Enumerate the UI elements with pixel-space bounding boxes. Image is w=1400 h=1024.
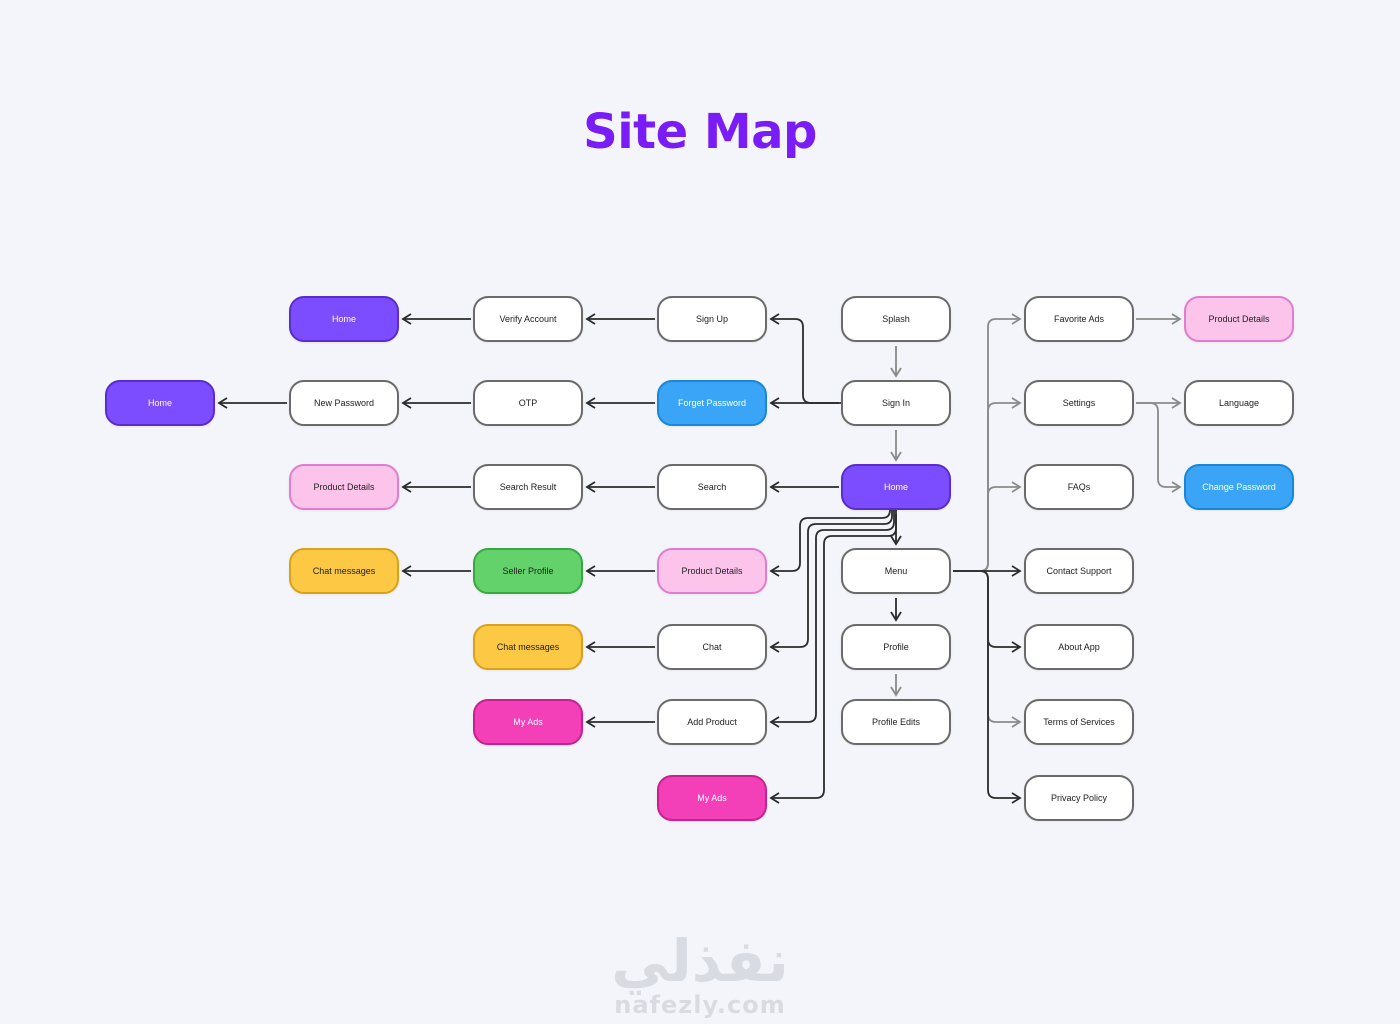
edge-home-main-to-product-details-mid (769, 509, 891, 577)
node-search[interactable]: Search (657, 464, 767, 510)
node-settings[interactable]: Settings (1024, 380, 1134, 426)
node-product-details-mid[interactable]: Product Details (657, 548, 767, 594)
edge-menu-to-about-app (953, 570, 1022, 653)
node-faqs[interactable]: FAQs (1024, 464, 1134, 510)
node-chat-messages-2[interactable]: Chat messages (473, 624, 583, 670)
node-search-result[interactable]: Search Result (473, 464, 583, 510)
node-new-password[interactable]: New Password (289, 380, 399, 426)
node-home-top[interactable]: Home (289, 296, 399, 342)
node-my-ads-2[interactable]: My Ads (657, 775, 767, 821)
node-contact-support[interactable]: Contact Support (1024, 548, 1134, 594)
node-product-details-right[interactable]: Product Details (1184, 296, 1294, 342)
node-profile[interactable]: Profile (841, 624, 951, 670)
node-sign-up[interactable]: Sign Up (657, 296, 767, 342)
edge-menu-to-favorite-ads (953, 313, 1022, 572)
node-verify-account[interactable]: Verify Account (473, 296, 583, 342)
node-language[interactable]: Language (1184, 380, 1294, 426)
edge-menu-to-faqs (953, 481, 1022, 572)
node-home-left[interactable]: Home (105, 380, 215, 426)
edge-home-main-to-my-ads-2 (769, 510, 897, 804)
node-sign-in[interactable]: Sign In (841, 380, 951, 426)
edge-home-main-to-chat (769, 510, 893, 653)
node-menu[interactable]: Menu (841, 548, 951, 594)
edge-home-main-to-add-product (769, 510, 895, 728)
node-chat[interactable]: Chat (657, 624, 767, 670)
node-otp[interactable]: OTP (473, 380, 583, 426)
node-seller-profile[interactable]: Seller Profile (473, 548, 583, 594)
node-forget-password[interactable]: Forget Password (657, 380, 767, 426)
node-splash[interactable]: Splash (841, 296, 951, 342)
node-add-product[interactable]: Add Product (657, 699, 767, 745)
node-privacy-policy[interactable]: Privacy Policy (1024, 775, 1134, 821)
edge-menu-to-privacy-policy (953, 570, 1022, 804)
node-product-details-left[interactable]: Product Details (289, 464, 399, 510)
node-home-main[interactable]: Home (841, 464, 951, 510)
edge-sign-in-to-sign-up (769, 313, 841, 404)
edge-settings-to-change-password (1136, 402, 1182, 493)
node-change-password[interactable]: Change Password (1184, 464, 1294, 510)
page-title: Site Map (583, 104, 817, 160)
node-my-ads-1[interactable]: My Ads (473, 699, 583, 745)
node-chat-messages-1[interactable]: Chat messages (289, 548, 399, 594)
node-profile-edits[interactable]: Profile Edits (841, 699, 951, 745)
node-favorite-ads[interactable]: Favorite Ads (1024, 296, 1134, 342)
node-terms-of-services[interactable]: Terms of Services (1024, 699, 1134, 745)
node-about-app[interactable]: About App (1024, 624, 1134, 670)
